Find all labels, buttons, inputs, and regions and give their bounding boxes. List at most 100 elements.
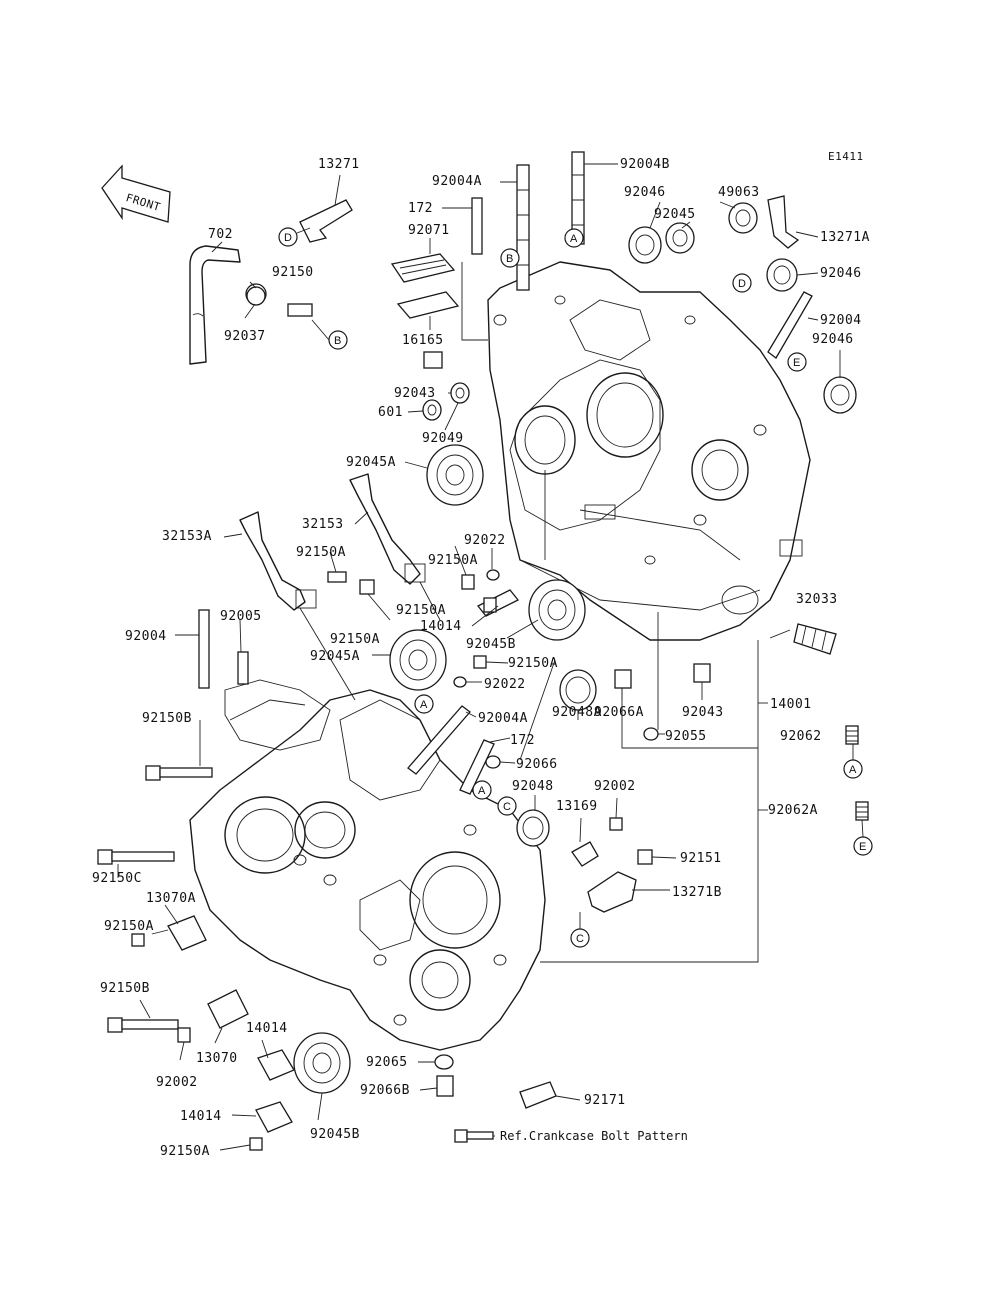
callout-c-bracket: C (570, 928, 590, 948)
stud-92004-left (198, 609, 249, 689)
bolt-92150A-7 (249, 1137, 263, 1151)
label-92055: 92055 (665, 729, 707, 744)
label-92046-c: 92046 (812, 332, 854, 347)
seal-92048 (516, 809, 550, 847)
svg-text:D: D (284, 232, 292, 244)
label-92150A-4: 92150A (330, 632, 380, 647)
callout-e-case: E (787, 352, 807, 372)
bolt-92002-b (177, 1027, 191, 1043)
label-92004A-top: 92004A (432, 174, 482, 189)
callout-c-mid: C (497, 796, 517, 816)
label-92002-a: 92002 (594, 779, 636, 794)
label-92062A: 92062A (768, 803, 818, 818)
label-92150: 92150 (272, 265, 314, 280)
oil-pipe-32153 (349, 473, 426, 585)
label-92150A-5: 92150A (508, 656, 558, 671)
leader-lines (117, 163, 841, 1151)
front-arrow-icon: FRONT (101, 164, 171, 223)
bearing-92049 (450, 382, 470, 404)
label-14014-a: 14014 (420, 619, 462, 634)
label-92046-b: 92046 (820, 266, 862, 281)
stud-92004A-mid (407, 705, 471, 775)
svg-text:A: A (849, 764, 857, 776)
bolt-92150A-3 (461, 574, 475, 590)
label-14001: 14001 (770, 697, 812, 712)
plug-92066B (436, 1075, 454, 1097)
bearing-92045A-mid (389, 629, 447, 691)
collar-92043-a (423, 351, 443, 369)
label-92045A-top: 92045A (346, 455, 396, 470)
label-702: 702 (208, 227, 233, 242)
label-92071: 92071 (408, 223, 450, 238)
label-92171: 92171 (584, 1093, 626, 1108)
plate-16165 (396, 291, 460, 319)
svg-text:A: A (570, 233, 578, 245)
label-92150A-3: 92150A (396, 603, 446, 618)
bearing-92046-a (628, 226, 662, 264)
stud-92004-right (767, 291, 813, 359)
upper-crankcase-half (487, 261, 811, 641)
label-92037: 92037 (224, 329, 266, 344)
label-92066A: 92066A (594, 705, 644, 720)
label-92005: 92005 (220, 609, 262, 624)
dowel-172-top (471, 197, 483, 255)
svg-text:B: B (506, 253, 513, 265)
seal-601 (422, 399, 442, 421)
callout-a-case: A (564, 228, 584, 248)
label-92066: 92066 (516, 757, 558, 772)
bolt-pattern-reference: Ref.Crankcase Bolt Pattern (500, 1129, 688, 1143)
label-49063: 49063 (718, 185, 760, 200)
dowel-172-mid (459, 739, 495, 795)
bearing-92045B-top (528, 579, 586, 641)
label-92004B: 92004B (620, 157, 670, 172)
label-92022-a: 92022 (464, 533, 506, 548)
callout-a-mid: A (472, 780, 492, 800)
seal-92048A (559, 669, 597, 711)
bracket-13271 (299, 199, 353, 243)
svg-text:A: A (478, 785, 486, 797)
jet-32033 (793, 623, 837, 655)
label-13271: 13271 (318, 157, 360, 172)
label-92150A-7: 92150A (160, 1144, 210, 1159)
bolt-92150C (97, 849, 175, 865)
bolt-92150A-1 (327, 571, 347, 583)
svg-text:E: E (793, 357, 800, 369)
label-92066B: 92066B (360, 1083, 410, 1098)
callout-e-jet: E (853, 836, 873, 856)
plate-14014-b (257, 1049, 295, 1081)
svg-text:C: C (576, 933, 584, 945)
bolt-92150A-4 (483, 597, 497, 613)
bracket-13271A (767, 195, 800, 249)
cap-92171 (519, 1081, 557, 1109)
bearing-92045B-bottom (293, 1032, 351, 1094)
label-92045B-b: 92045B (310, 1127, 360, 1142)
stud-92004A-top (516, 164, 530, 291)
label-172-mid: 172 (510, 733, 535, 748)
svg-text:E: E (859, 841, 866, 853)
label-32153A: 32153A (162, 529, 212, 544)
label-92065: 92065 (366, 1055, 408, 1070)
label-13271A: 13271A (820, 230, 870, 245)
callout-d-case: D (732, 273, 752, 293)
svg-text:A: A (420, 699, 428, 711)
plug-92151 (637, 849, 653, 865)
label-92150C: 92150C (92, 871, 142, 886)
bolt-92150A-6 (131, 933, 145, 947)
seal-49063 (728, 202, 758, 234)
bearing-92045A-top (426, 444, 484, 506)
bolt-92150B-a (145, 765, 213, 781)
label-13070A: 13070A (146, 891, 196, 906)
label-92045B-a: 92045B (466, 637, 516, 652)
label-92150A-1: 92150A (296, 545, 346, 560)
label-13070: 13070 (196, 1051, 238, 1066)
plug-92066A (614, 669, 632, 689)
label-92150B-a: 92150B (142, 711, 192, 726)
label-13169: 13169 (556, 799, 598, 814)
label-32033: 32033 (796, 592, 838, 607)
label-92048: 92048 (512, 779, 554, 794)
plate-14014-c (255, 1101, 293, 1133)
label-172-top: 172 (408, 201, 433, 216)
label-92004A-mid: 92004A (478, 711, 528, 726)
plate-13070 (207, 989, 249, 1029)
